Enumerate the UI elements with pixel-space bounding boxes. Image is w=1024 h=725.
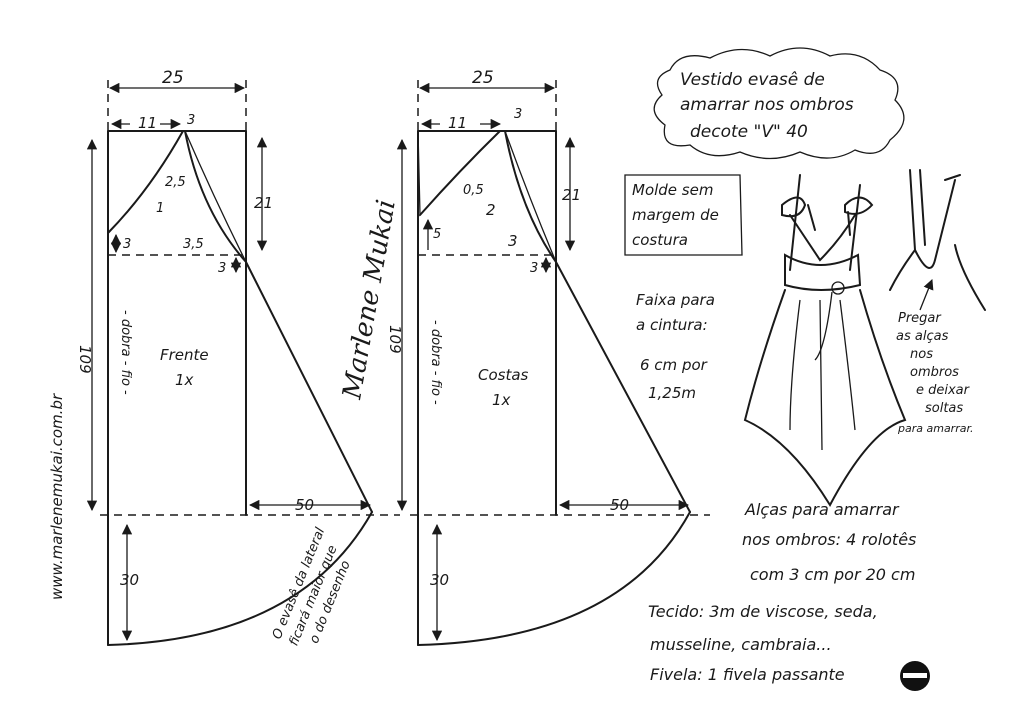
title-line-1: Vestido evasê de	[680, 70, 825, 90]
back-armhole-curve-bottom-label: 3	[508, 232, 518, 250]
title-cloud	[653, 47, 905, 160]
svg-text:e deixar: e deixar	[916, 383, 971, 398]
front-armhole-curve-bottom-label: 3,5	[183, 237, 204, 252]
front-piece-count: 1x	[175, 371, 194, 389]
svg-text:ombros: ombros	[910, 365, 959, 380]
back-side-seam	[555, 261, 691, 513]
back-armhole-depth-label: 21	[562, 186, 581, 204]
back-width-label: 25	[472, 68, 494, 88]
front-hem-drop-label: 30	[120, 571, 139, 589]
back-hem-drop-label: 30	[430, 571, 449, 589]
front-neck-curve-label: 1	[156, 201, 164, 216]
waist-tie-line-1: Faixa para	[636, 291, 715, 309]
back-side-drop-label: 3	[530, 261, 538, 276]
front-shoulder-label: 3	[187, 113, 195, 128]
back-length-label: 109	[386, 325, 404, 354]
back-neck-width-label: 11	[448, 114, 467, 132]
front-armhole-depth-label: 21	[254, 194, 273, 212]
mold-note-line-3: costura	[632, 231, 688, 249]
front-flare-label: 50	[295, 496, 314, 514]
waist-tie-line-2: a cintura:	[636, 316, 708, 334]
title-line-3: decote "V" 40	[690, 122, 808, 142]
front-width-label: 25	[162, 68, 184, 88]
front-pattern-piece	[86, 80, 400, 646]
flare-note: O evasê da lateral ficará maior que o do…	[270, 525, 354, 648]
straps-line-3: com 3 cm por 20 cm	[750, 565, 915, 584]
mold-note-line-1: Molde sem	[632, 181, 713, 199]
svg-text:Pregar: Pregar	[898, 311, 942, 326]
mold-note-line-2: margem de	[632, 206, 719, 224]
back-pattern-piece	[396, 80, 710, 646]
back-neck-curve-label: 0,5	[463, 183, 484, 198]
front-armhole-curve-top-label: 2,5	[165, 175, 186, 190]
fabric-line-2: musseline, cambraia...	[650, 635, 832, 654]
signature: Marlene Mukai	[337, 197, 402, 402]
front-piece-name: Frente	[160, 346, 209, 364]
back-fold-label: - dobra - fio -	[428, 320, 443, 405]
front-hem	[107, 511, 373, 646]
back-neck-drop-label: 5	[433, 227, 441, 242]
buckle-icon	[900, 661, 930, 691]
front-side-drop-label: 3	[218, 261, 226, 276]
website-url: www.marlenemukai.com.br	[48, 393, 66, 600]
front-side-seam	[245, 261, 373, 513]
waist-tie-line-4: 1,25m	[648, 384, 696, 402]
back-shoulder-label: 3	[514, 107, 522, 122]
back-piece-count: 1x	[492, 391, 511, 409]
svg-text:nos: nos	[910, 347, 933, 362]
mold-note-box	[624, 174, 743, 256]
straps-line-2: nos ombros: 4 rolotês	[742, 530, 916, 549]
svg-text:soltas: soltas	[925, 401, 963, 416]
attach-note: Pregar as alças nos ombros e deixar solt…	[896, 311, 973, 435]
front-fold-label: - dobra - fio -	[118, 310, 133, 395]
title-line-2: amarrar nos ombros	[680, 95, 854, 115]
buckle-note: Fivela: 1 fivela passante	[650, 665, 845, 684]
front-neck-width-label: 11	[138, 114, 157, 132]
svg-text:para amarrar.: para amarrar.	[897, 422, 973, 435]
back-armhole-curve-top-label: 2	[486, 201, 496, 219]
straps-line-1: Alças para amarrar	[744, 500, 900, 519]
waist-tie-line-3: 6 cm por	[640, 356, 708, 374]
front-neck-drop-label: 3	[123, 237, 131, 252]
fabric-line-1: Tecido: 3m de viscose, seda,	[648, 602, 878, 621]
dress-illustration	[743, 169, 986, 508]
back-flare-label: 50	[610, 496, 629, 514]
front-length-label: 109	[76, 345, 94, 374]
back-piece-name: Costas	[478, 366, 529, 384]
svg-text:as alças: as alças	[896, 329, 949, 344]
back-hem	[417, 511, 691, 646]
